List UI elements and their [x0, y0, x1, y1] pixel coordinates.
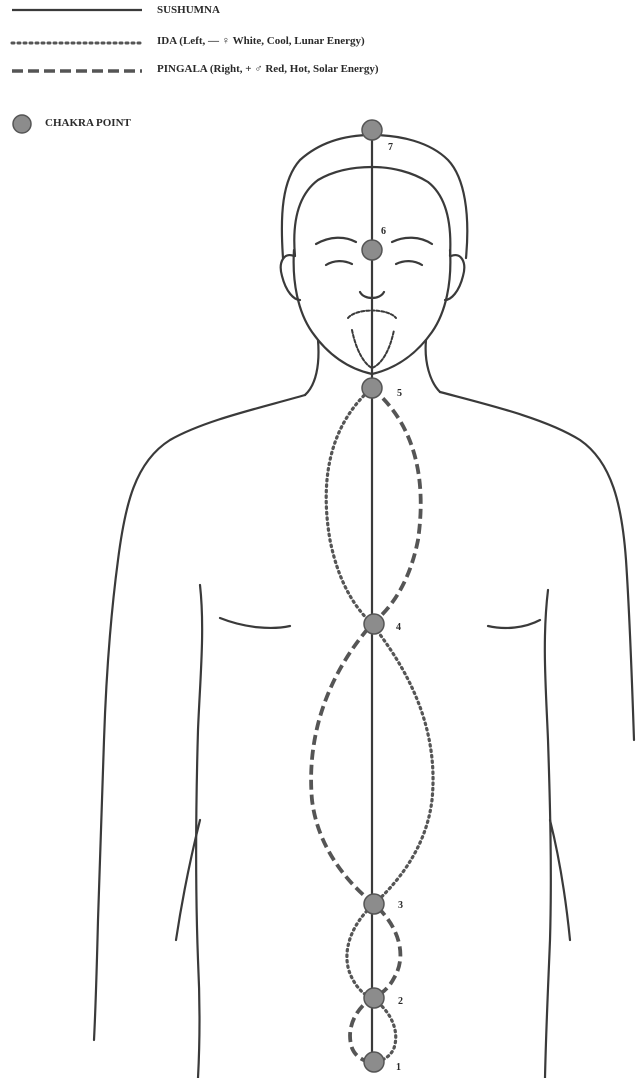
- right-eye: [396, 261, 422, 265]
- chakra-label-2: 2: [398, 996, 403, 1007]
- left-pectoral: [220, 618, 290, 628]
- right-pectoral: [488, 620, 540, 628]
- chakra-point-3: [364, 894, 384, 914]
- pingala-channel: [311, 388, 421, 1062]
- chakra-point-4: [364, 614, 384, 634]
- left-eyebrow: [316, 238, 356, 244]
- chakra-point-7: [362, 120, 382, 140]
- chakra-point-6: [362, 240, 382, 260]
- chakra-label-6: 6: [381, 226, 386, 237]
- chakra-label-1: 1: [396, 1062, 401, 1073]
- chakra-label-3: 3: [398, 900, 403, 911]
- chakra-labels: 7 6 5 4 3 2 1: [381, 142, 403, 1073]
- left-eye: [326, 261, 352, 265]
- chakra-label-7: 7: [388, 142, 393, 153]
- chakra-label-5: 5: [397, 388, 402, 399]
- chakra-point-2: [364, 988, 384, 1008]
- ida-channel: [326, 388, 433, 1062]
- right-shoulder-arm: [440, 392, 634, 740]
- right-arm-inner: [550, 820, 570, 940]
- chakra-point-5: [362, 378, 382, 398]
- right-eyebrow: [392, 238, 432, 244]
- chakra-point-1: [364, 1052, 384, 1072]
- neck-right: [426, 340, 440, 392]
- right-torso-side: [545, 590, 551, 1078]
- neck-left: [305, 340, 318, 395]
- chakra-label-4: 4: [396, 622, 401, 633]
